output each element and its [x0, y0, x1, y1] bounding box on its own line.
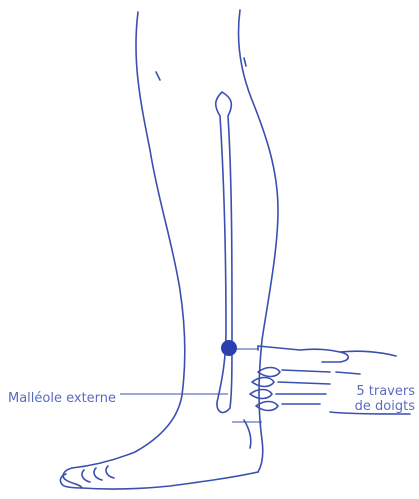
malleole-label: Malléole externe — [8, 391, 116, 406]
finger-widths-line-2: de doigts — [355, 399, 415, 414]
finger-widths-line-1: 5 travers — [355, 384, 415, 399]
fibula-bone — [216, 92, 232, 413]
hand-finger-3 — [252, 378, 330, 387]
hand-index-finger — [258, 346, 348, 362]
finger-widths-label: 5 travers de doigts — [355, 384, 415, 414]
knee-mark — [244, 58, 246, 66]
toes — [60, 466, 114, 488]
heel — [244, 420, 251, 448]
hand-finger-2 — [258, 368, 330, 377]
hand-finger-4 — [250, 390, 326, 399]
hand-finger-5 — [256, 402, 320, 411]
calf-mark — [156, 72, 160, 80]
leg-outline — [60, 10, 278, 489]
point-marker — [221, 340, 237, 356]
